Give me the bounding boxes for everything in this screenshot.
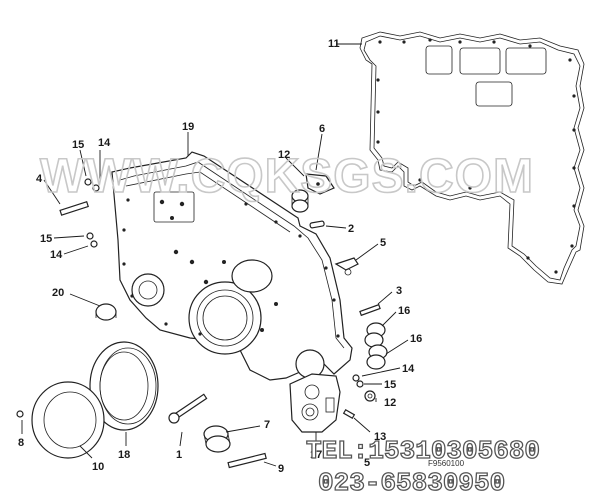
callout-15b: 15 [40, 233, 52, 245]
bushing-part-6 [291, 189, 309, 213]
callout-20: 20 [52, 287, 64, 299]
callout-15c: 15 [384, 379, 396, 391]
bushing-part-16b [366, 344, 388, 370]
screw-part-8 [16, 410, 24, 418]
watermark-text: WWW.CQKSGS.COM [40, 150, 534, 203]
bracket-part-17 [289, 373, 341, 433]
callout-16b: 16 [410, 333, 422, 345]
fitting-part-5 [334, 257, 359, 276]
cap-part-20 [95, 303, 117, 321]
bushing-part-16a [364, 322, 386, 348]
callout-19: 19 [182, 121, 194, 133]
front-cover-part-19 [111, 151, 353, 381]
contact-phone: 023-65830950 [318, 468, 505, 498]
callout-14b: 14 [50, 249, 63, 261]
callout-15: 15 [72, 139, 84, 151]
callout-11: 11 [328, 38, 340, 50]
callout-4: 4 [36, 173, 43, 185]
callout-10: 10 [92, 461, 104, 473]
plate-part-12 [305, 173, 335, 195]
bolt-part-1 [168, 393, 208, 424]
seal-plate-part-10 [31, 381, 105, 459]
callout-13: 13 [374, 431, 386, 443]
callout-14: 14 [98, 137, 111, 149]
callout-7: 7 [264, 419, 270, 431]
dowel-part-2 [309, 220, 325, 229]
ring-part-18 [89, 341, 159, 431]
sleeve-part-7 [203, 425, 231, 453]
bolt-part-4 [59, 201, 89, 216]
callout-6: 6 [319, 123, 325, 135]
callout-5: 5 [380, 237, 386, 249]
bolt-part-13 [342, 408, 356, 420]
pin-part-9 [227, 452, 267, 469]
washer-parts-upper-left [84, 178, 100, 248]
callout-18: 18 [118, 449, 130, 461]
callout-12b: 12 [384, 397, 396, 409]
callout-labels: 11 19 6 15 14 4 12 2 15 14 5 20 3 16 16 … [18, 38, 422, 475]
leader-lines [21, 43, 409, 467]
callout-5b: 5 [364, 457, 370, 469]
callout-9: 9 [278, 463, 284, 475]
callout-16: 16 [398, 305, 410, 317]
callout-8: 8 [18, 437, 24, 449]
contact-tel: TEL:15310305680 [306, 436, 540, 466]
bolt-part-3 [359, 303, 381, 317]
drawing-code: F9560100 [428, 459, 465, 468]
washer-nut-parts [352, 374, 376, 402]
callout-3: 3 [396, 285, 402, 297]
callout-2: 2 [348, 223, 354, 235]
callout-14c: 14 [402, 363, 415, 375]
callout-17: 17 [310, 449, 322, 461]
callout-12: 12 [278, 149, 290, 161]
gasket-part-11 [359, 31, 585, 285]
callout-1: 1 [176, 449, 182, 461]
